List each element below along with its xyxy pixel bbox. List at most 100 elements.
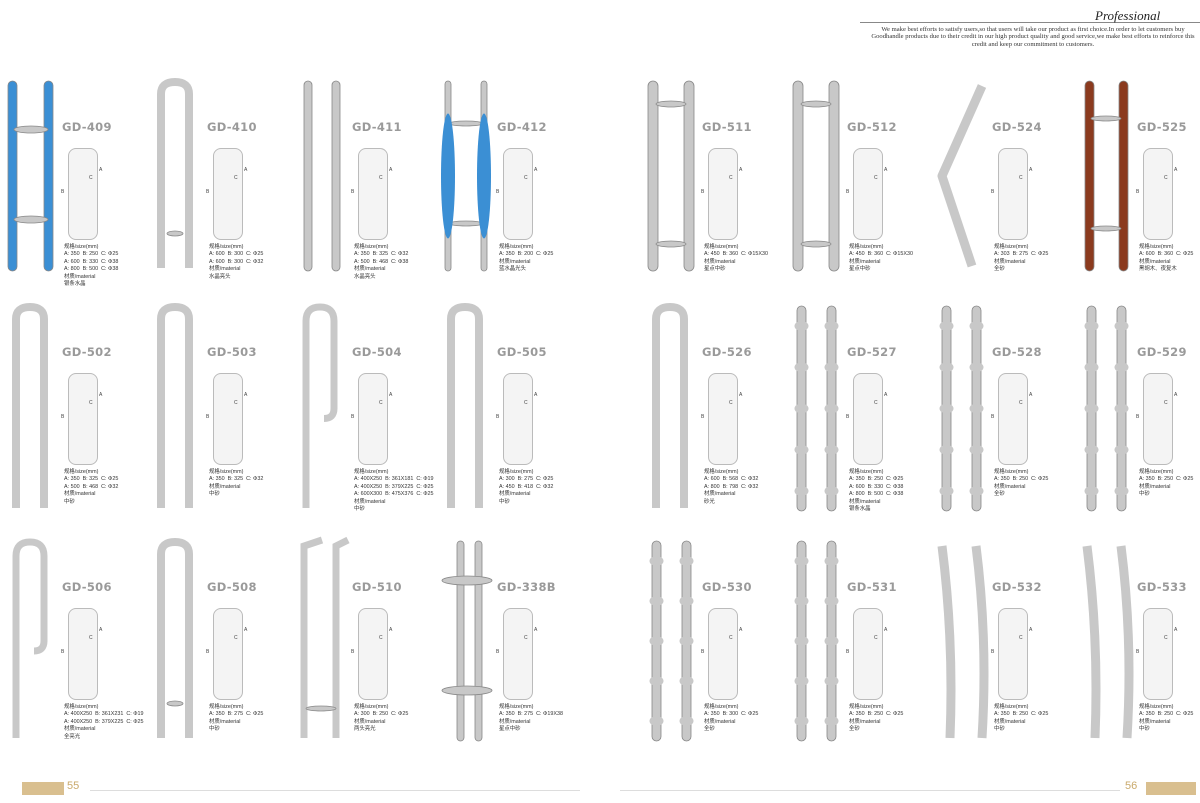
handle-photo bbox=[441, 80, 491, 272]
dimension-label-b: B bbox=[351, 414, 355, 420]
dimension-label-b: B bbox=[1136, 414, 1140, 420]
dimension-label-a: A bbox=[1029, 392, 1033, 398]
product-code: GD-411 bbox=[352, 120, 402, 134]
product-code: GD-338B bbox=[497, 580, 556, 594]
dimension-label-a: A bbox=[389, 392, 393, 398]
product-code: GD-528 bbox=[992, 345, 1042, 359]
dimension-label-c: C bbox=[1019, 400, 1023, 406]
dimension-label-a: A bbox=[99, 167, 103, 173]
product-specs: 规格/size(mm) A: 400X250 B: 361X181 C: Φ19… bbox=[354, 469, 434, 513]
handle-photo bbox=[7, 80, 54, 272]
dimension-label-c: C bbox=[729, 400, 733, 406]
dimension-label-a: A bbox=[1174, 392, 1178, 398]
dimension-label-a: A bbox=[244, 392, 248, 398]
dimension-label-b: B bbox=[701, 189, 705, 195]
dimension-label-c: C bbox=[234, 400, 238, 406]
product-specs: 规格/size(mm) A: 350 B: 275 C: Φ19X38 材质/m… bbox=[499, 704, 563, 733]
dimension-label-b: B bbox=[61, 649, 65, 655]
dimension-diagram: A B C bbox=[61, 373, 102, 465]
dimension-label-a: A bbox=[1174, 627, 1178, 633]
page-number-left: 55 bbox=[67, 780, 80, 792]
dimension-label-a: A bbox=[1029, 627, 1033, 633]
header-rule bbox=[860, 22, 1200, 23]
intro-text: We make best efforts to satisfy users,so… bbox=[871, 26, 1195, 48]
dimension-label-a: A bbox=[99, 392, 103, 398]
dimension-label-c: C bbox=[1164, 400, 1168, 406]
dimension-label-c: C bbox=[234, 635, 238, 641]
dimension-label-b: B bbox=[496, 414, 500, 420]
product-specs: 规格/size(mm) A: 350 B: 325 C: Φ25 A: 500 … bbox=[64, 469, 119, 505]
product-code: GD-524 bbox=[992, 120, 1042, 134]
product-specs: 规格/size(mm) A: 350 B: 250 C: Φ25 材质/mate… bbox=[1139, 704, 1194, 733]
product-code: GD-409 bbox=[62, 120, 112, 134]
handle-photo bbox=[1084, 80, 1129, 272]
handle-photo bbox=[300, 536, 350, 738]
product-specs: 规格/size(mm) A: 600 B: 568 C: Φ32 A: 800 … bbox=[704, 469, 759, 505]
handle-photo bbox=[652, 302, 688, 508]
handle-photo bbox=[12, 538, 48, 738]
product-code: GD-503 bbox=[207, 345, 257, 359]
dimension-label-b: B bbox=[701, 649, 705, 655]
handle-photo bbox=[937, 84, 987, 268]
product-specs: 规格/size(mm) A: 300 B: 275 C: Φ25 A: 450 … bbox=[499, 469, 554, 505]
product-code: GD-529 bbox=[1137, 345, 1187, 359]
product-code: GD-512 bbox=[847, 120, 897, 134]
product-specs: 规格/size(mm) A: 303 B: 275 C: Φ25 材质/mate… bbox=[994, 244, 1049, 273]
handle-photo bbox=[303, 80, 341, 272]
dimension-label-b: B bbox=[206, 189, 210, 195]
dimension-label-b: B bbox=[701, 414, 705, 420]
product-code: GD-412 bbox=[497, 120, 547, 134]
product-specs: 规格/size(mm) A: 300 B: 250 C: Φ25 材质/mate… bbox=[354, 704, 409, 733]
dimension-label-c: C bbox=[1164, 175, 1168, 181]
dimension-label-a: A bbox=[534, 167, 538, 173]
dimension-label-b: B bbox=[1136, 189, 1140, 195]
dimension-label-b: B bbox=[61, 414, 65, 420]
product-code: GD-506 bbox=[62, 580, 112, 594]
product-specs: 规格/size(mm) A: 350 B: 250 C: Φ25 A: 600 … bbox=[849, 469, 904, 513]
dimension-label-b: B bbox=[61, 189, 65, 195]
product-code: GD-527 bbox=[847, 345, 897, 359]
handle-photo bbox=[447, 302, 483, 508]
dimension-label-c: C bbox=[89, 400, 93, 406]
dimension-label-c: C bbox=[379, 635, 383, 641]
product-specs: 规格/size(mm) A: 600 B: 360 C: Φ25 材质/mate… bbox=[1139, 244, 1194, 273]
dimension-label-a: A bbox=[99, 627, 103, 633]
dimension-diagram: A B C bbox=[1136, 373, 1177, 465]
dimension-label-c: C bbox=[874, 400, 878, 406]
dimension-label-c: C bbox=[729, 175, 733, 181]
product-specs: 规格/size(mm) A: 350 B: 250 C: Φ25 材质/mate… bbox=[849, 704, 904, 733]
dimension-label-a: A bbox=[1029, 167, 1033, 173]
product-specs: 规格/size(mm) A: 350 B: 250 C: Φ25 材质/mate… bbox=[1139, 469, 1194, 498]
dimension-label-c: C bbox=[89, 175, 93, 181]
dimension-label-c: C bbox=[379, 400, 383, 406]
product-code: GD-502 bbox=[62, 345, 112, 359]
dimension-label-c: C bbox=[89, 635, 93, 641]
dimension-label-c: C bbox=[1164, 635, 1168, 641]
dimension-label-b: B bbox=[991, 189, 995, 195]
handle-photo bbox=[937, 545, 989, 739]
dimension-label-c: C bbox=[874, 635, 878, 641]
dimension-label-a: A bbox=[1174, 167, 1178, 173]
dimension-label-a: A bbox=[534, 392, 538, 398]
product-code: GD-504 bbox=[352, 345, 402, 359]
